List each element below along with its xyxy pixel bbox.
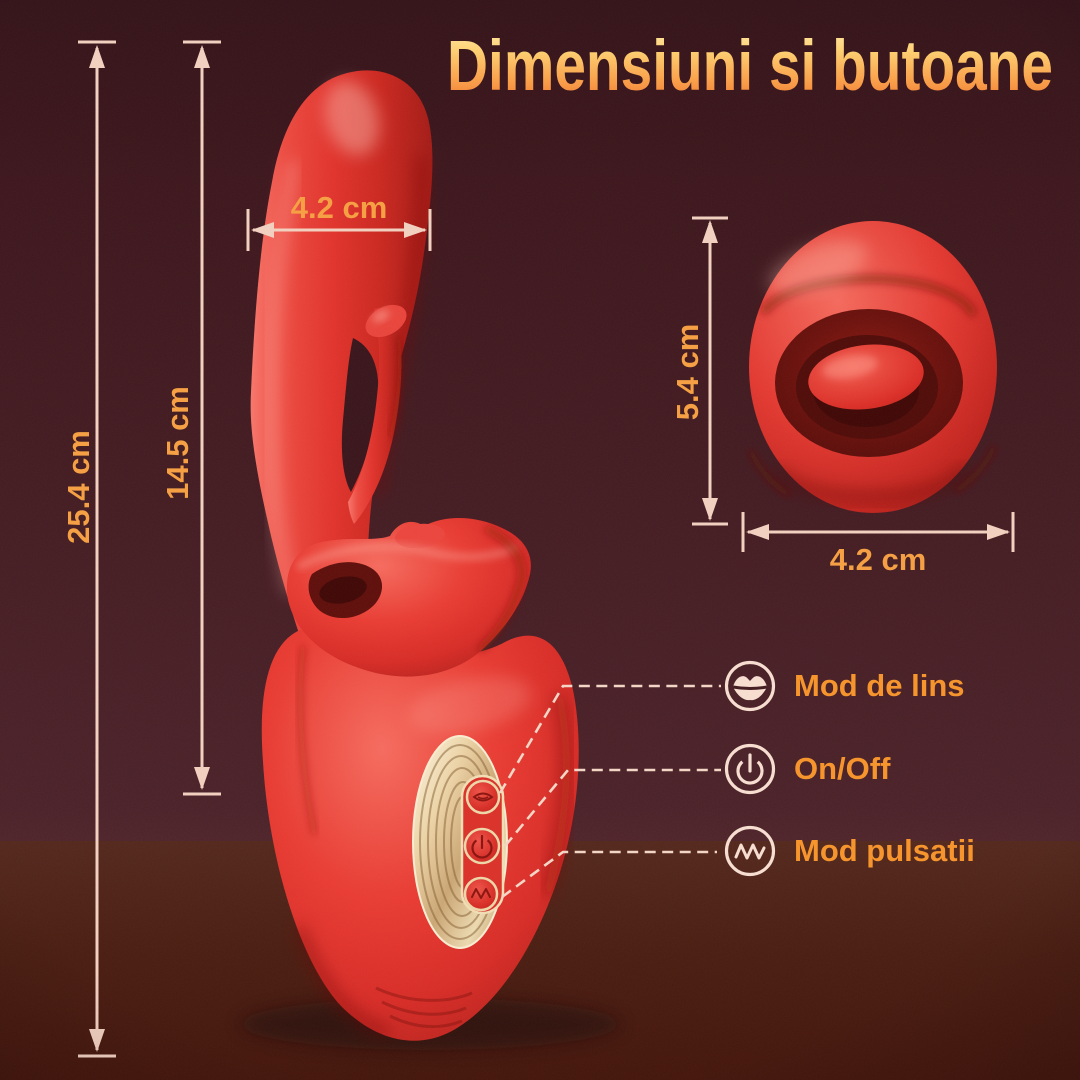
dim-head-height-label: 5.4 cm xyxy=(670,323,705,421)
legend-label-on-off: On/Off xyxy=(794,751,891,786)
legend-label-licking-mode: Mod de lins xyxy=(794,668,965,703)
dim-insertable-length-label: 14.5 cm xyxy=(160,386,195,500)
legend-label-pulse-mode: Mod pulsatii xyxy=(794,833,975,868)
dim-shaft-width-label: 4.2 cm xyxy=(290,190,388,225)
page-title: Dimensiuni si butoane xyxy=(446,24,1054,110)
dim-total-length-label: 25.4 cm xyxy=(61,430,96,544)
dim-head-width-label: 4.2 cm xyxy=(829,542,927,577)
